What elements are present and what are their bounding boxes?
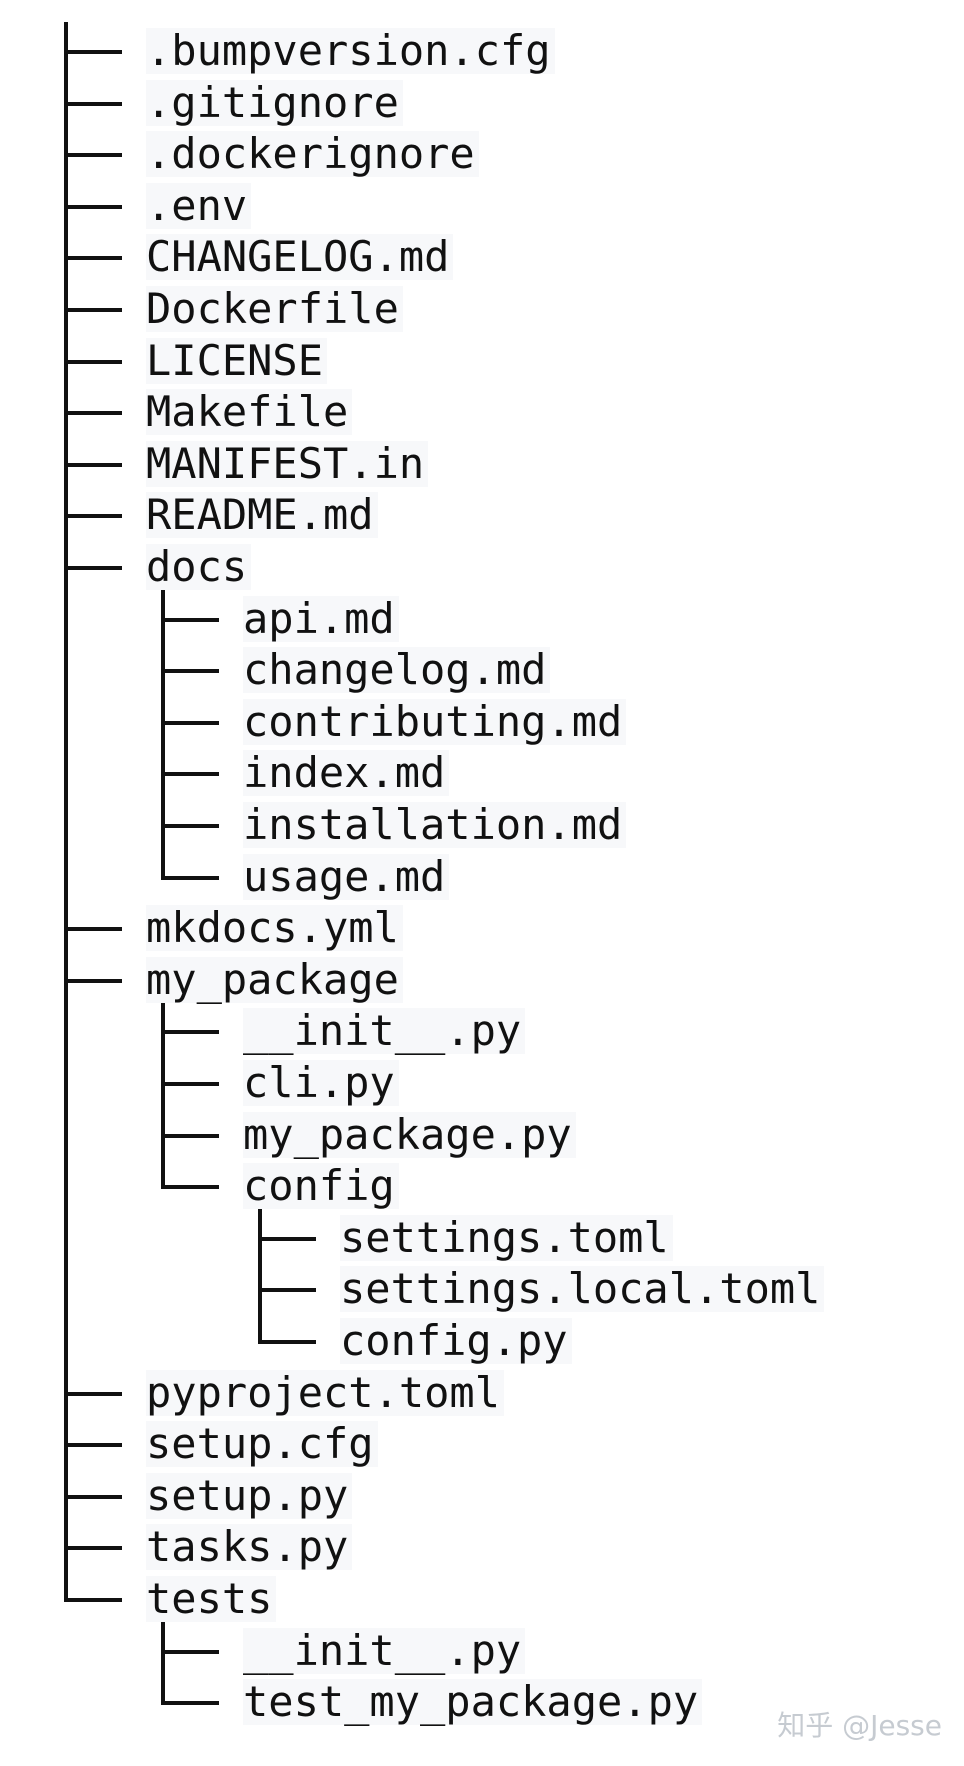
tree-branch-line	[258, 1238, 262, 1293]
tree-entry: changelog.md	[243, 647, 551, 694]
tree-branch-line	[161, 671, 165, 725]
tree-entry: .gitignore	[146, 79, 403, 126]
tree-entry: __init__.py	[243, 1008, 526, 1055]
tree-entry: .bumpversion.cfg	[146, 28, 555, 74]
tree-entry: settings.toml	[340, 1214, 673, 1261]
tree-entry: cli.py	[243, 1060, 399, 1106]
tree-branch-line	[64, 1598, 122, 1602]
tree-entry: Makefile	[146, 389, 353, 436]
tree-branch-line	[258, 1340, 316, 1344]
tree-entry: __init__.py	[243, 1627, 526, 1674]
tree-branch-line	[161, 1135, 165, 1190]
tree-branch-line	[161, 826, 165, 880]
tree-branch-line	[64, 1391, 122, 1396]
tree-branch-line	[64, 359, 122, 364]
tree-branch-line	[64, 978, 122, 983]
tree-branch-line	[161, 875, 219, 880]
tree-branch-line	[258, 1236, 316, 1241]
tree-entry: setup.py	[146, 1472, 353, 1519]
tree-entry: Dockerfile	[146, 286, 403, 332]
tree-branch-line	[161, 669, 219, 674]
tree-branch-line	[64, 204, 122, 209]
tree-branch-line	[161, 774, 165, 828]
tree-branch-line	[161, 1622, 165, 1654]
tree-branch-line	[64, 308, 122, 312]
tree-branch-line	[64, 411, 122, 416]
tree-branch-line	[161, 617, 219, 622]
tree-branch-line	[161, 590, 165, 622]
tree-entry: contributing.md	[243, 698, 627, 745]
tree-entry: LICENSE	[146, 337, 328, 384]
tree-entry: CHANGELOG.md	[146, 234, 454, 281]
tree-branch-line	[64, 514, 122, 519]
tree-entry: .dockerignore	[146, 131, 479, 178]
tree-entry: tests	[146, 1576, 277, 1622]
tree-branch-line	[64, 927, 122, 932]
tree-branch-line	[161, 1701, 219, 1706]
tree-branch-line	[161, 720, 219, 725]
tree-branch-line	[258, 1209, 262, 1241]
tree-branch-line	[161, 1185, 219, 1190]
tree-entry: README.md	[146, 492, 378, 539]
tree-branch-line	[64, 1546, 122, 1551]
tree-branch-line	[161, 824, 219, 828]
tree-branch-line	[64, 50, 122, 54]
tree-branch-line	[64, 566, 122, 570]
tree-branch-line	[64, 1443, 122, 1448]
tree-branch-line	[161, 1002, 165, 1035]
tree-entry: api.md	[243, 595, 399, 642]
tree-branch-line	[161, 1651, 165, 1706]
file-tree: .bumpversion.cfg .gitignore .dockerignore.…	[56, 0, 908, 1742]
tree-branch-line	[64, 153, 122, 158]
tree-branch-line	[161, 1649, 219, 1654]
tree-branch-line	[64, 101, 122, 106]
tree-entry: pyproject.toml	[146, 1369, 505, 1416]
tree-entry: .env	[146, 182, 252, 229]
tree-entry: docs	[146, 544, 252, 590]
watermark: 知乎 @Jesse	[777, 1709, 942, 1742]
tree-branch-line	[161, 772, 219, 777]
tree-branch-line	[161, 1030, 219, 1035]
tree-entry: my_package	[146, 956, 403, 1003]
tree-entry: usage.md	[243, 853, 450, 900]
tree-branch-line	[161, 722, 165, 777]
tree-branch-line	[64, 1494, 122, 1499]
tree-entry: my_package.py	[243, 1111, 576, 1158]
tree-entry: mkdocs.yml	[146, 905, 403, 952]
tree-branch-line	[258, 1288, 316, 1293]
tree-entry: test_my_package.py	[243, 1679, 703, 1726]
tree-trunk-line	[64, 22, 68, 1602]
tree-entry: installation.md	[243, 802, 627, 848]
tree-entry: settings.local.toml	[340, 1266, 825, 1313]
tree-branch-line	[161, 1133, 219, 1138]
tree-branch-line	[64, 462, 122, 467]
tree-entry: MANIFEST.in	[146, 440, 429, 487]
tree-branch-line	[161, 1084, 165, 1138]
tree-branch-line	[64, 256, 122, 261]
tree-entry: tasks.py	[146, 1524, 353, 1571]
tree-entry: config	[243, 1163, 399, 1210]
tree-branch-line	[258, 1290, 262, 1344]
tree-entry: setup.cfg	[146, 1421, 378, 1468]
tree-entry: config.py	[340, 1318, 572, 1364]
tree-branch-line	[161, 619, 165, 674]
tree-branch-line	[161, 1032, 165, 1086]
tree-entry: index.md	[243, 750, 450, 797]
tree-branch-line	[161, 1082, 219, 1086]
